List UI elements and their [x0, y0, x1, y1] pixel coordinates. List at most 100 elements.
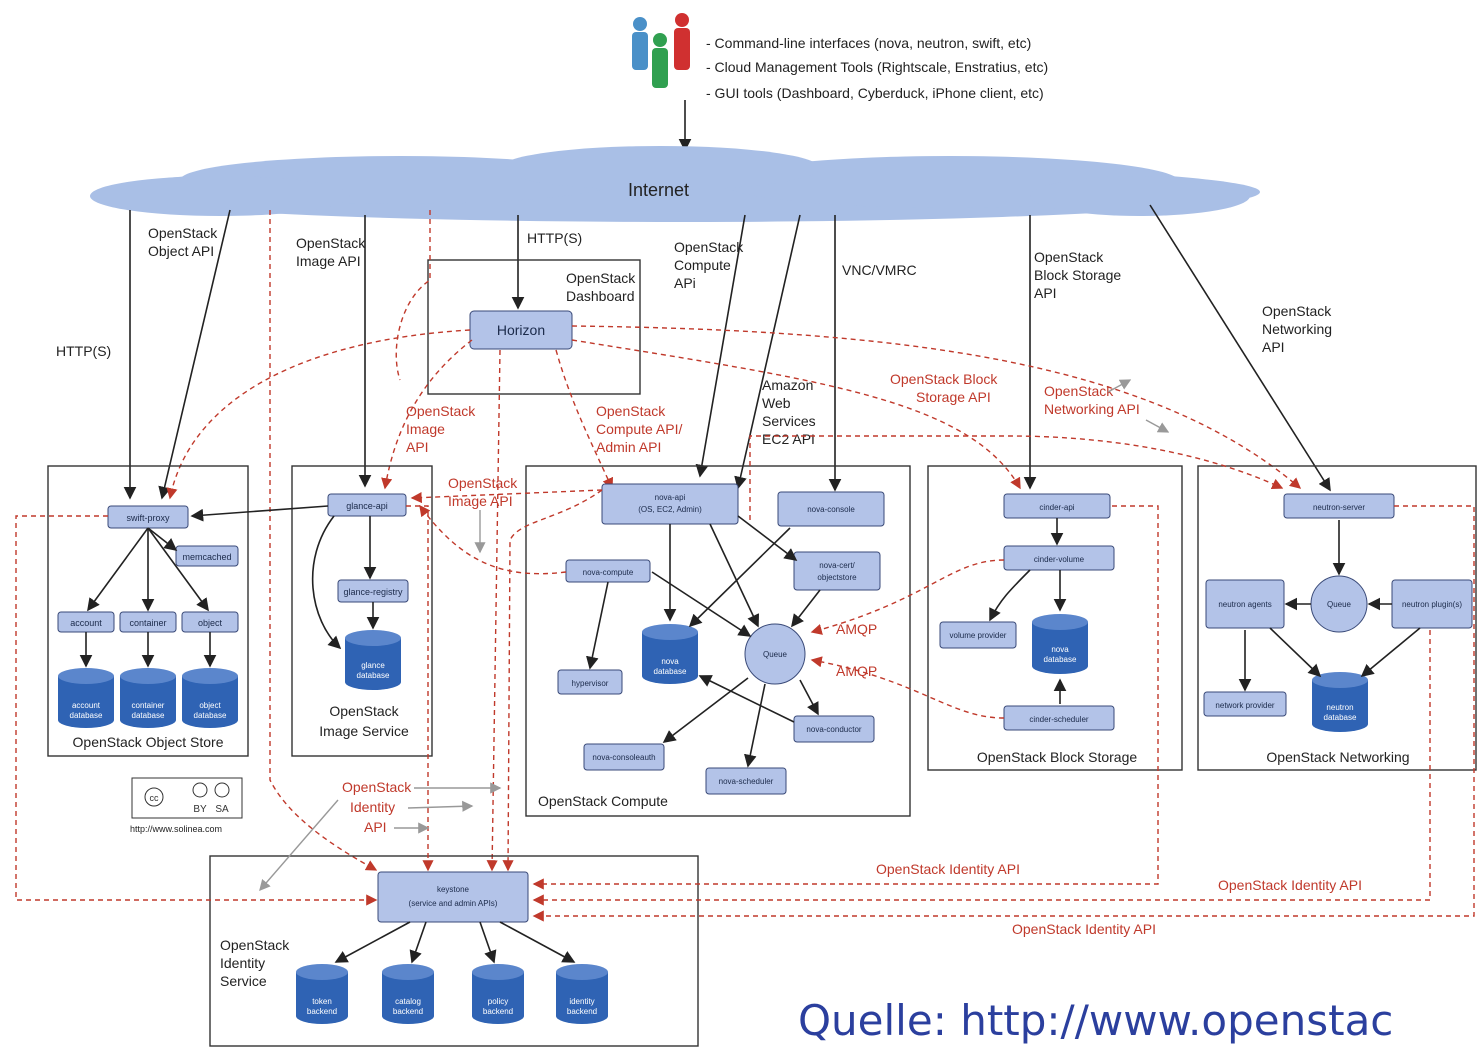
svg-text:OpenStack: OpenStack	[148, 225, 218, 241]
policy-db: policy backend	[472, 964, 524, 1024]
svg-text:Admin API: Admin API	[596, 439, 661, 455]
svg-text:OpenStack: OpenStack	[1262, 303, 1332, 319]
svg-text:cc: cc	[150, 793, 160, 803]
svg-text:policy: policy	[488, 997, 508, 1006]
compute-queue-node	[744, 623, 806, 685]
token-db: token backend	[296, 964, 348, 1024]
internet-label: Internet	[628, 180, 689, 200]
http-left-label: HTTP(S)	[56, 343, 111, 359]
svg-text:database: database	[357, 671, 390, 680]
svg-text:database: database	[654, 667, 687, 676]
horizon-label: Horizon	[497, 322, 545, 338]
amqp-label-1: AMQP	[836, 621, 877, 637]
svg-text:backend: backend	[307, 1007, 337, 1016]
image-service-title-1: OpenStack	[329, 703, 399, 719]
svg-text:database: database	[1044, 655, 1077, 664]
nova-db: nova database	[642, 624, 698, 684]
keystone-node	[377, 871, 529, 923]
red-net-api-label: OpenStack Networking API	[1044, 383, 1140, 417]
svg-text:APi: APi	[674, 275, 696, 291]
http-center-label: HTTP(S)	[527, 230, 582, 246]
nova-conductor-node	[793, 715, 875, 743]
users-icon	[632, 13, 690, 88]
svg-text:neutron: neutron	[1326, 703, 1353, 712]
dashboard-title-2: Dashboard	[566, 288, 635, 304]
block-storage-box	[927, 465, 1183, 771]
svg-text:objectstore: objectstore	[817, 573, 857, 582]
aws-label: Amazon Web Services EC2 API	[762, 377, 816, 447]
svg-text:glance: glance	[361, 661, 385, 670]
svg-text:neutron-server: neutron-server	[1313, 503, 1365, 512]
svg-text:Image API: Image API	[448, 493, 513, 509]
nova-api-node	[601, 483, 739, 525]
nova-consoleauth-node	[583, 743, 665, 771]
svg-text:nova-api: nova-api	[655, 493, 686, 502]
svg-text:neutron plugin(s): neutron plugin(s)	[1402, 600, 1462, 609]
svg-text:identity: identity	[569, 997, 594, 1006]
dashboard-title-1: OpenStack	[566, 270, 636, 286]
object-store-box	[47, 465, 249, 757]
svg-text:OpenStack Block: OpenStack Block	[890, 371, 998, 387]
svg-text:Web: Web	[762, 395, 791, 411]
hypervisor-node	[557, 669, 623, 695]
internet-cloud	[90, 146, 1260, 222]
glance-db: glance database	[345, 630, 401, 690]
object-db: object database	[182, 668, 238, 728]
object-store-title: OpenStack Object Store	[73, 734, 224, 750]
svg-text:Compute: Compute	[674, 257, 731, 273]
svg-text:nova-scheduler: nova-scheduler	[719, 777, 774, 786]
svg-text:Services: Services	[762, 413, 816, 429]
svg-text:OpenStack: OpenStack	[1044, 383, 1114, 399]
svg-text:Storage API: Storage API	[916, 389, 991, 405]
svg-text:Networking: Networking	[1262, 321, 1332, 337]
memcached-node	[175, 545, 239, 567]
svg-text:Identity: Identity	[350, 799, 395, 815]
svg-text:cinder-api: cinder-api	[1039, 503, 1074, 512]
svg-text:backend: backend	[567, 1007, 597, 1016]
block-db: nova database	[1032, 614, 1088, 674]
identity-api-label: OpenStack Identity API	[342, 779, 412, 835]
svg-text:container: container	[132, 701, 165, 710]
svg-text:account: account	[72, 701, 101, 710]
net-api-label: OpenStack Networking API	[1262, 303, 1332, 355]
networking-title: OpenStack Networking	[1266, 749, 1409, 765]
identity-api-label-b: OpenStack Identity API	[876, 861, 1020, 877]
svg-text:backend: backend	[483, 1007, 513, 1016]
svg-text:Block Storage: Block Storage	[1034, 267, 1121, 283]
svg-text:BY: BY	[193, 804, 207, 815]
svg-text:EC2 API: EC2 API	[762, 431, 815, 447]
svg-text:Compute API/: Compute API/	[596, 421, 682, 437]
identity-api-label-d: OpenStack Identity API	[1012, 921, 1156, 937]
top-note-1: - Command-line interfaces (nova, neutron…	[706, 35, 1031, 51]
svg-text:token: token	[312, 997, 332, 1006]
neutron-agents-node	[1205, 579, 1285, 629]
svg-text:nova-compute: nova-compute	[583, 568, 634, 577]
svg-text:neutron agents: neutron agents	[1218, 600, 1271, 609]
svg-text:nova-console: nova-console	[807, 505, 855, 514]
red-image-api-label-b: OpenStack Image API	[448, 475, 518, 509]
svg-text:(service and admin APIs): (service and admin APIs)	[409, 899, 498, 908]
nova-console-node	[777, 491, 885, 527]
identity-title-2: Identity	[220, 955, 265, 971]
account-db: account database	[58, 668, 114, 728]
svg-text:Image: Image	[406, 421, 445, 437]
svg-text:glance-registry: glance-registry	[343, 587, 403, 597]
block-edges	[989, 518, 1067, 704]
identity-title-1: OpenStack	[220, 937, 290, 953]
svg-text:memcached: memcached	[182, 552, 231, 562]
svg-text:API: API	[406, 439, 429, 455]
nova-scheduler-node	[705, 767, 787, 795]
svg-text:nova-consoleauth: nova-consoleauth	[592, 753, 655, 762]
svg-text:nova: nova	[661, 657, 679, 666]
identity-dashed-links	[15, 435, 1475, 922]
compute-api-label: OpenStack Compute APi	[674, 239, 744, 291]
red-image-api-label-a: OpenStack Image API	[406, 403, 476, 455]
catalog-db: catalog backend	[382, 964, 434, 1024]
identity-edges	[334, 921, 576, 964]
svg-text:API: API	[364, 819, 387, 835]
svg-text:keystone: keystone	[437, 885, 470, 894]
svg-text:nova-cert/: nova-cert/	[819, 561, 855, 570]
svg-text:OpenStack: OpenStack	[596, 403, 666, 419]
nova-cert-node	[793, 551, 881, 591]
